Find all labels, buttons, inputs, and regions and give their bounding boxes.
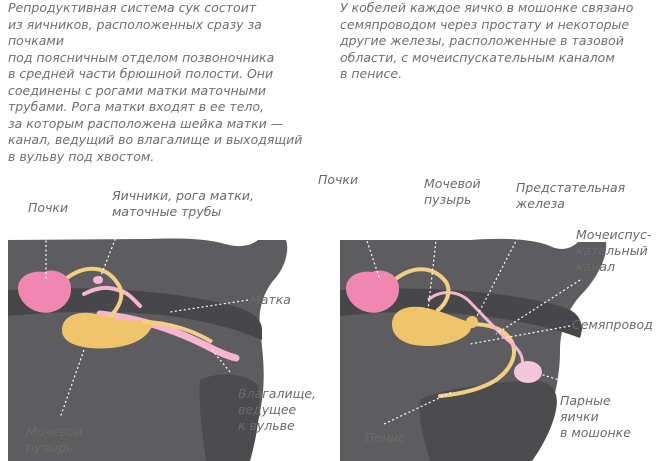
female-kidney — [18, 270, 72, 313]
female-uterus-horn — [82, 285, 142, 308]
female-ureter — [60, 266, 124, 320]
label-male-penis: Пенис — [365, 430, 406, 445]
male-bladder — [392, 306, 472, 346]
female-vagina-tract — [96, 310, 240, 362]
male-ureter — [390, 267, 451, 312]
label-female-kidneys: Почки — [28, 200, 69, 215]
male-rear-leg — [419, 380, 557, 461]
label-female-vagina: Влагалище, ведущее к вульве — [238, 386, 317, 433]
female-spine-shadow — [8, 288, 262, 340]
label-male-kidneys: Почки — [318, 172, 359, 187]
label-male-bladder: Мочевой пузырь — [424, 176, 481, 207]
male-description: У кобелей каждое яичко в мошонке связано… — [340, 0, 634, 81]
female-description: Репродуктивная система сук состоит из яи… — [8, 0, 303, 164]
male-diagram — [340, 189, 607, 461]
female-ovary — [93, 276, 103, 284]
label-male-prostate: Предстательная железа — [516, 180, 626, 211]
male-spine-shadow — [340, 288, 582, 338]
female-urethra — [141, 320, 214, 344]
female-bladder — [62, 312, 153, 349]
female-rear-leg — [199, 374, 260, 461]
male-testes — [514, 361, 542, 383]
label-female-uterus: Матка — [250, 292, 291, 307]
label-female-bladder: Мочевой пузырь — [26, 424, 83, 455]
male-kidney — [346, 270, 400, 313]
label-male-testes: Парные яички в мошонке — [560, 393, 631, 440]
male-prostate — [466, 316, 478, 328]
label-male-urethra: Мочеиспус- кательный канал — [576, 227, 652, 274]
female-diagram — [8, 218, 288, 461]
female-leaders — [45, 218, 249, 419]
label-female-ovaries: Яичники, рога матки, маточные трубы — [112, 188, 254, 219]
label-male-vas-deferens: Семяпровод — [572, 317, 653, 332]
male-leaders — [349, 189, 581, 425]
